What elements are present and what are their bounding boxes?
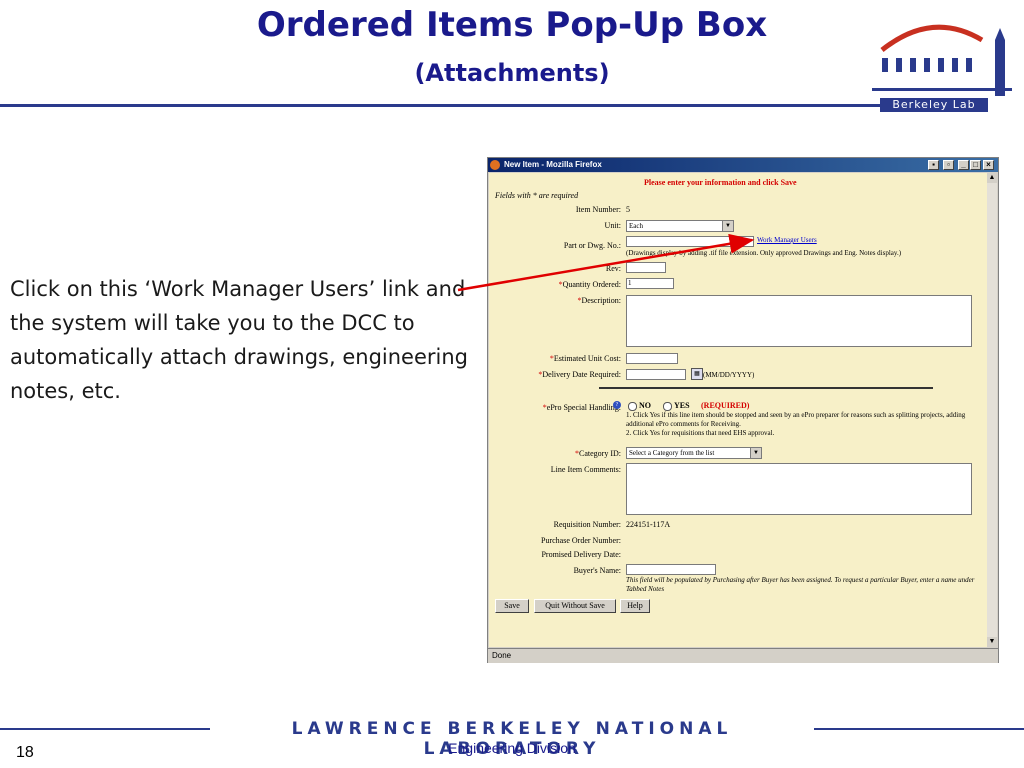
footer-lab-name: LAWRENCE BERKELEY NATIONAL LABORATORY [291, 719, 733, 759]
promised-date-label: Promised Delivery Date: [541, 550, 621, 559]
chevron-down-icon: ▼ [750, 448, 761, 458]
drawings-note: (Drawings display by adding .tif file ex… [626, 249, 902, 257]
epro-label: *ePro Special Handling: [542, 403, 621, 412]
quantity-input[interactable]: 1 [626, 278, 674, 289]
unit-cost-label: *Estimated Unit Cost: [549, 354, 621, 363]
epro-required-note: (REQUIRED) [701, 401, 750, 410]
rev-label: Rev: [605, 264, 621, 273]
description-textarea[interactable] [626, 295, 972, 347]
description-label: *Description: [577, 296, 621, 305]
close-icon[interactable]: × [983, 160, 994, 170]
comments-textarea[interactable] [626, 463, 972, 515]
footer-rule-right [814, 728, 1024, 730]
form-instruction: Please enter your information and click … [644, 178, 797, 187]
po-label: Purchase Order Number: [541, 536, 621, 545]
unit-label: Unit: [604, 221, 621, 230]
required-note: Fields with * are required [495, 191, 579, 200]
epro-no-radio[interactable] [628, 402, 637, 411]
item-number-value: 5 [626, 205, 630, 214]
calendar-icon[interactable]: ▦ [691, 368, 703, 380]
help-button[interactable]: Help [620, 599, 650, 613]
firefox-icon [490, 160, 500, 170]
section-divider [599, 387, 933, 389]
footer-rule-left [0, 728, 210, 730]
restore-icon[interactable]: ▫ [943, 160, 954, 170]
requisition-value: 224151-117A [626, 520, 671, 529]
buyer-note: This field will be populated by Purchasi… [626, 576, 975, 593]
work-manager-users-link[interactable]: Work Manager Users [757, 236, 817, 244]
category-value: Select a Category from the list [629, 449, 715, 457]
scroll-down-icon[interactable]: ▼ [987, 637, 997, 647]
buyer-input[interactable] [626, 564, 716, 575]
category-select[interactable]: Select a Category from the list ▼ [626, 447, 762, 459]
epro-yes-radio[interactable] [663, 402, 672, 411]
delivery-input[interactable] [626, 369, 686, 380]
footer-division: Engineering Division [448, 740, 576, 756]
epro-yes-label: YES [674, 401, 690, 410]
extra-icon[interactable]: ▪ [928, 160, 939, 170]
date-format-hint: (MM/DD/YYYY) [703, 371, 755, 379]
quit-without-save-button[interactable]: Quit Without Save [534, 599, 616, 613]
minimize-icon[interactable]: _ [958, 160, 969, 170]
slide-title: Ordered Items Pop-Up Box [256, 5, 768, 45]
epro-note-2: 2. Click Yes for requisitions that need … [626, 429, 775, 437]
delivery-label: *Delivery Date Required: [538, 370, 621, 379]
category-label: *Category ID: [575, 449, 621, 458]
quantity-label: *Quantity Ordered: [558, 280, 621, 289]
status-bar: Done [488, 648, 998, 663]
firefox-window: New Item - Mozilla Firefox ▪ ▫ _ □ × Ple… [487, 157, 999, 663]
scroll-up-icon[interactable]: ▲ [987, 173, 997, 183]
status-text: Done [492, 651, 512, 660]
window-titlebar: New Item - Mozilla Firefox ▪ ▫ _ □ × [488, 158, 998, 172]
epro-no-label: NO [639, 401, 651, 410]
part-label: Part or Dwg. No.: [563, 241, 621, 250]
buyer-label: Buyer's Name: [573, 566, 621, 575]
page-number: 18 [16, 744, 34, 761]
item-number-label: Item Number: [575, 205, 621, 214]
berkeley-lab-logo [872, 24, 1012, 96]
callout-text: Click on this ‘Work Manager Users’ link … [10, 277, 469, 403]
epro-note-1: 1. Click Yes if this line item should be… [626, 411, 966, 428]
slide-subtitle: (Attachments) [414, 59, 610, 87]
window-title: New Item - Mozilla Firefox [504, 160, 602, 169]
comments-label: Line Item Comments: [550, 465, 621, 474]
header-divider [0, 104, 880, 107]
form-content: Please enter your information and click … [489, 173, 987, 647]
rev-input[interactable] [626, 262, 666, 273]
requisition-label: Requisition Number: [553, 520, 621, 529]
unit-value: Each [629, 222, 643, 230]
unit-select[interactable]: Each ▼ [626, 220, 734, 232]
part-input[interactable] [626, 236, 754, 247]
chevron-down-icon: ▼ [722, 221, 733, 231]
vertical-scrollbar[interactable]: ▲ ▼ [987, 173, 997, 647]
unit-cost-input[interactable] [626, 353, 678, 364]
maximize-icon[interactable]: □ [970, 160, 981, 170]
save-button[interactable]: Save [495, 599, 529, 613]
help-icon[interactable]: ? [613, 401, 621, 409]
logo-wordmark: Berkeley Lab [880, 98, 988, 112]
